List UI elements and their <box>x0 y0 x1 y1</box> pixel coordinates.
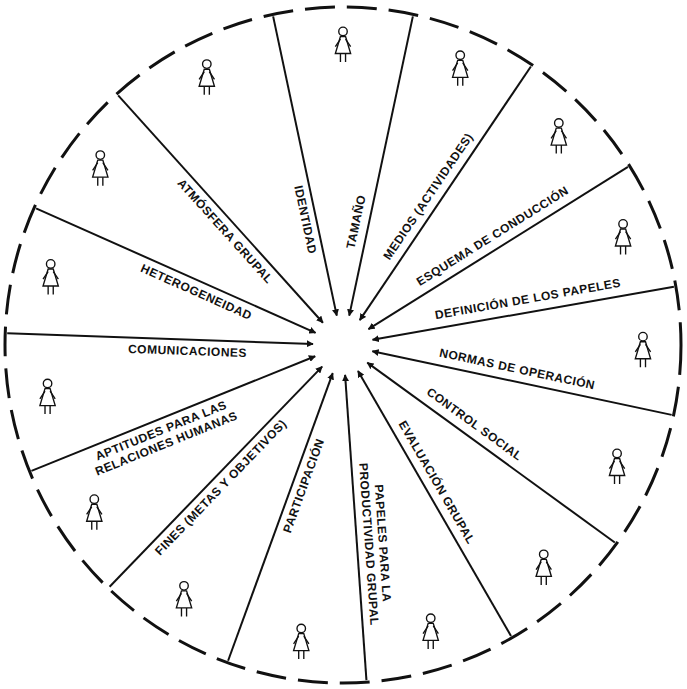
figure-dress <box>87 504 102 521</box>
person-figure <box>615 220 630 255</box>
spoke-arrow <box>368 167 628 329</box>
figure-dress <box>294 634 309 651</box>
person-figure <box>453 51 468 86</box>
figure-dress <box>423 623 438 640</box>
figure-head <box>203 60 212 69</box>
spoke-arrow <box>110 367 323 587</box>
figure-dress <box>335 37 350 54</box>
spoke-arrow <box>372 351 671 415</box>
figure-head <box>613 449 622 458</box>
spoke-label: MEDIOS (ACTIVIDADES) <box>380 130 476 264</box>
figure-dress <box>609 459 624 476</box>
spoke-label: NORMAS DE OPERACIÓN <box>437 346 596 393</box>
spoke-label: TAMAÑO <box>344 193 369 251</box>
person-figure <box>423 614 438 649</box>
figure-head <box>539 550 548 559</box>
figure-limbs <box>423 626 438 649</box>
figure-head <box>555 119 564 128</box>
figure-head <box>90 495 99 504</box>
spoke-arrow <box>228 373 333 661</box>
figure-dress <box>199 69 214 86</box>
figure-limbs <box>294 636 309 659</box>
spoke-label: ESQUEMA DE CONDUCCIÓN <box>414 184 572 290</box>
person-figure <box>87 495 102 530</box>
figure-limbs <box>93 163 108 186</box>
spoke-label: IDENTIDAD <box>290 184 318 256</box>
spoke-label: COMUNICACIONES <box>126 342 247 360</box>
spoke-label: PARTICIPACIÓN <box>281 436 329 536</box>
person-figure <box>40 379 55 414</box>
spoke-arrow <box>118 95 323 322</box>
person-figure <box>635 332 650 367</box>
person-figure <box>551 119 566 154</box>
figure-limbs <box>176 593 191 616</box>
figure-head <box>456 51 465 60</box>
person-figure <box>43 260 58 295</box>
figure-head <box>297 624 306 633</box>
figure-dress <box>176 591 191 608</box>
person-figure <box>199 60 214 95</box>
spoke-arrow <box>36 208 316 332</box>
figure-limbs <box>43 272 58 295</box>
figure-dress <box>536 559 551 576</box>
figure-head <box>426 614 435 623</box>
figure-head <box>180 582 189 591</box>
figure-head <box>96 151 105 160</box>
figure-head <box>46 260 55 269</box>
figure-limbs <box>609 461 624 484</box>
person-figure <box>176 582 191 617</box>
figure-dress <box>43 269 58 286</box>
person-figure <box>93 151 108 186</box>
spoke-label: ATMÓSFERA GRUPAL <box>174 176 276 287</box>
person-figure <box>536 550 551 585</box>
person-figure <box>609 449 624 484</box>
figure-head <box>339 27 348 36</box>
spoke-label: HETEROGENEIDAD <box>137 261 254 323</box>
figure-limbs <box>40 391 55 414</box>
figure-limbs <box>453 63 468 86</box>
figure-limbs <box>635 344 650 367</box>
figure-limbs <box>551 131 566 154</box>
person-figure <box>335 27 350 62</box>
figure-head <box>43 379 52 388</box>
figure-dress <box>551 128 566 145</box>
spoke-arrow <box>273 16 337 315</box>
spoke-label: CONTROL SOCIAL <box>423 385 525 464</box>
figure-dress <box>40 389 55 406</box>
figure-dress <box>635 342 650 359</box>
spoke-arrow <box>7 333 313 344</box>
figure-dress <box>93 160 108 177</box>
figure-limbs <box>536 562 551 585</box>
figure-head <box>619 220 628 229</box>
figure-head <box>639 332 648 341</box>
spoke-label: DEFINICIÓN DE LOS PAPELES <box>433 277 623 324</box>
spoke-label: EVALUACIÓN GRUPAL <box>395 418 478 548</box>
figure-limbs <box>615 232 630 255</box>
figure-limbs <box>199 72 214 95</box>
figure-dress <box>615 229 630 246</box>
figure-limbs <box>87 507 102 530</box>
person-figure <box>294 624 309 659</box>
spoke-label: PAPELES PARA LA PRODUCTIVIDAD GRUPAL <box>354 438 396 649</box>
spoke-arrow <box>349 16 413 315</box>
spoke-arrow <box>31 356 315 471</box>
figure-limbs <box>335 39 350 62</box>
outer-dashed-circle <box>5 7 681 683</box>
figure-dress <box>453 60 468 77</box>
